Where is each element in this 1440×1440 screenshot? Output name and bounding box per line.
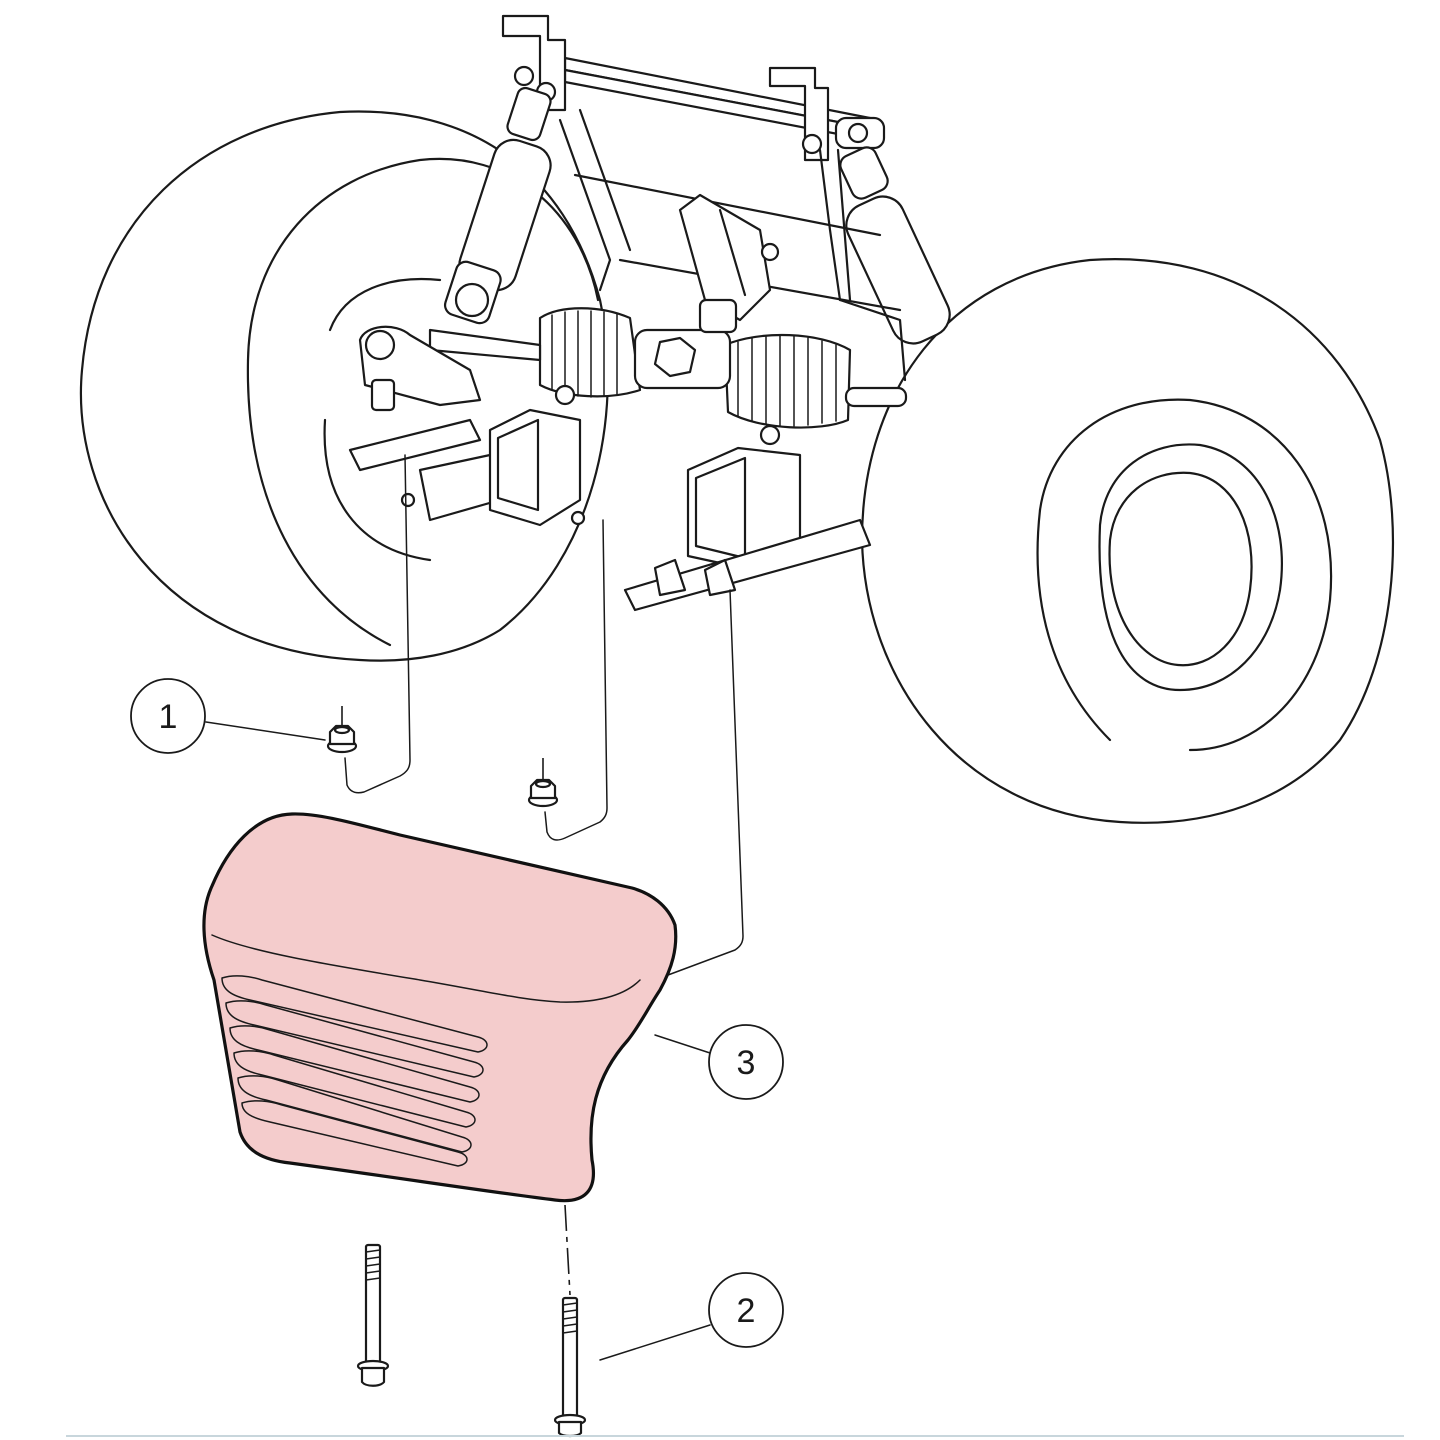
bolt-icon [356, 1243, 390, 1387]
flange-nut-icon [326, 724, 358, 754]
assembly-guide-lines [341, 454, 744, 1296]
callout-1: 1 [130, 678, 326, 754]
callout-3-label: 3 [737, 1044, 756, 1082]
mounting-tubes [400, 384, 872, 612]
flange-nut-icon [527, 778, 559, 808]
callout-2: 2 [599, 1272, 784, 1361]
bolt-icon [553, 1296, 587, 1438]
callout-1-label: 1 [159, 698, 178, 736]
front-cover [202, 812, 678, 1203]
left-shock-absorber [443, 86, 552, 325]
steering-rack [428, 298, 908, 429]
callout-3: 3 [654, 1024, 784, 1100]
callout-2-label: 2 [737, 1292, 756, 1330]
left-spindle [348, 325, 502, 522]
steering-mount-bar [501, 14, 886, 162]
right-wheel [860, 258, 1395, 824]
